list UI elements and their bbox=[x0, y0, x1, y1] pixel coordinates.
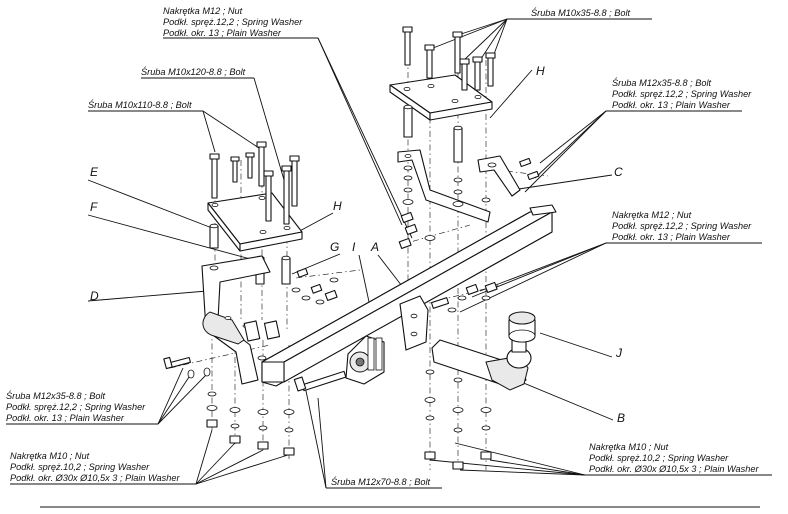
label-nut-m12-right: Nakrętka M12 ; Nut Podkł. spręż.12,2 ; S… bbox=[606, 210, 762, 244]
svg-text:Podkł. spręż.12,2 ; Spring Was: Podkł. spręż.12,2 ; Spring Washer bbox=[612, 89, 752, 99]
svg-text:Śruba M12x35-8.8 ; Bolt: Śruba M12x35-8.8 ; Bolt bbox=[6, 390, 106, 401]
bolt-m12x70 bbox=[293, 370, 347, 392]
bracket-c-right bbox=[397, 149, 540, 223]
bracket-h-left bbox=[207, 192, 303, 252]
svg-text:Podkł. spręż.12,2 ; Spring Was: Podkł. spręż.12,2 ; Spring Washer bbox=[612, 221, 752, 231]
svg-text:Nakrętka M12 ; Nut: Nakrętka M12 ; Nut bbox=[612, 210, 692, 220]
label-nut-m10-left: Nakrętka M10 ; Nut Podkł. spręż.10,2 ; S… bbox=[10, 451, 196, 485]
label-nut-m12-top: Nakrętka M12 ; Nut Podkł. spręż.12,2 ; S… bbox=[163, 6, 318, 39]
mounting-plate-center bbox=[399, 295, 450, 351]
svg-text:Śruba M12x35-8.8 ; Bolt: Śruba M12x35-8.8 ; Bolt bbox=[612, 77, 712, 88]
bolts-m12x35-left bbox=[163, 356, 211, 379]
crossbar-a bbox=[261, 204, 557, 387]
letter-f: F bbox=[90, 200, 98, 214]
spacer-tubes-top bbox=[403, 104, 463, 163]
letter-h-left: H bbox=[333, 199, 342, 213]
label-bolt-m10x120: Śruba M10x120-8.8 ; Bolt bbox=[141, 66, 254, 79]
svg-text:Podkł. spręż.10,2 ; Spring Was: Podkł. spręż.10,2 ; Spring Washer bbox=[589, 453, 729, 463]
letter-h-top: H bbox=[536, 64, 545, 78]
letter-a: A bbox=[370, 240, 379, 254]
letter-c: C bbox=[614, 165, 623, 179]
letter-j: J bbox=[615, 346, 623, 360]
letter-e: E bbox=[90, 165, 99, 179]
letter-g: G bbox=[330, 240, 339, 254]
label-bolt-m12x70: Śruba M12x70-8.8 ; Bolt bbox=[326, 476, 442, 489]
tow-ball-neck-b bbox=[431, 339, 532, 391]
leader-lines bbox=[87, 18, 614, 489]
svg-text:Podkł. okr. Ø30x Ø10,5x 3 ; P: Podkł. okr. Ø30x Ø10,5x 3 ; Plain Washer bbox=[10, 473, 180, 483]
svg-text:Śruba M12x70-8.8 ; Bolt: Śruba M12x70-8.8 ; Bolt bbox=[331, 476, 431, 487]
label-nut-m10-right: Nakrętka M10 ; Nut Podkł. spręż.10,2 ; S… bbox=[585, 442, 772, 476]
bracket-d-left bbox=[201, 255, 281, 385]
label-bolt-m12x35-right: Śruba M12x35-8.8 ; Bolt Podkł. spręż.12,… bbox=[606, 77, 752, 112]
socket-plate-i bbox=[345, 335, 385, 385]
svg-text:Nakrętka M12 ; Nut: Nakrętka M12 ; Nut bbox=[163, 6, 243, 16]
svg-text:Podkł. okr. 13 ; Plain Washer: Podkł. okr. 13 ; Plain Washer bbox=[163, 28, 282, 38]
label-bolt-m12x35-left: Śruba M12x35-8.8 ; Bolt Podkł. spręż.12,… bbox=[6, 390, 158, 425]
label-bolt-m10x35: Śruba M10x35-8.8 ; Bolt bbox=[507, 7, 652, 20]
letter-b: B bbox=[617, 411, 625, 425]
svg-text:Podkł. okr. Ø30x Ø10,5x 3 ; P: Podkł. okr. Ø30x Ø10,5x 3 ; Plain Washer bbox=[589, 464, 759, 474]
svg-text:Śruba M10x35-8.8 ; Bolt: Śruba M10x35-8.8 ; Bolt bbox=[531, 7, 631, 18]
ball-cap-j bbox=[508, 311, 536, 343]
svg-text:Podkł. spręż.10,2 ; Spring Was: Podkł. spręż.10,2 ; Spring Washer bbox=[10, 462, 150, 472]
svg-text:Nakrętka M10 ; Nut: Nakrętka M10 ; Nut bbox=[589, 442, 669, 452]
svg-text:Nakrętka M10 ; Nut: Nakrętka M10 ; Nut bbox=[10, 451, 90, 461]
bolts-m10x35-top bbox=[402, 26, 496, 91]
svg-text:Podkł. okr. 13 ; Plain Washer: Podkł. okr. 13 ; Plain Washer bbox=[612, 100, 731, 110]
label-bolt-m10x110: Śruba M10x110-8.8 ; Bolt bbox=[88, 99, 203, 112]
svg-text:Śruba M10x110-8.8 ; Bolt: Śruba M10x110-8.8 ; Bolt bbox=[88, 99, 192, 110]
svg-text:Podkł. spręż.12,2 ; Spring Was: Podkł. spręż.12,2 ; Spring Washer bbox=[163, 17, 303, 27]
svg-text:Podkł. spręż.12,2 ; Spring Was: Podkł. spręż.12,2 ; Spring Washer bbox=[6, 402, 146, 412]
svg-text:Podkł. okr. 13 ; Plain Washer: Podkł. okr. 13 ; Plain Washer bbox=[6, 413, 125, 423]
letter-i: I bbox=[352, 240, 356, 254]
svg-text:Podkł. okr. 13 ; Plain Washer: Podkł. okr. 13 ; Plain Washer bbox=[612, 232, 731, 242]
washers-nuts bbox=[206, 165, 498, 470]
bolts-m10x110-left bbox=[209, 141, 300, 225]
svg-text:Śruba M10x120-8.8 ; Bolt: Śruba M10x120-8.8 ; Bolt bbox=[141, 66, 246, 77]
letter-d: D bbox=[90, 289, 99, 303]
